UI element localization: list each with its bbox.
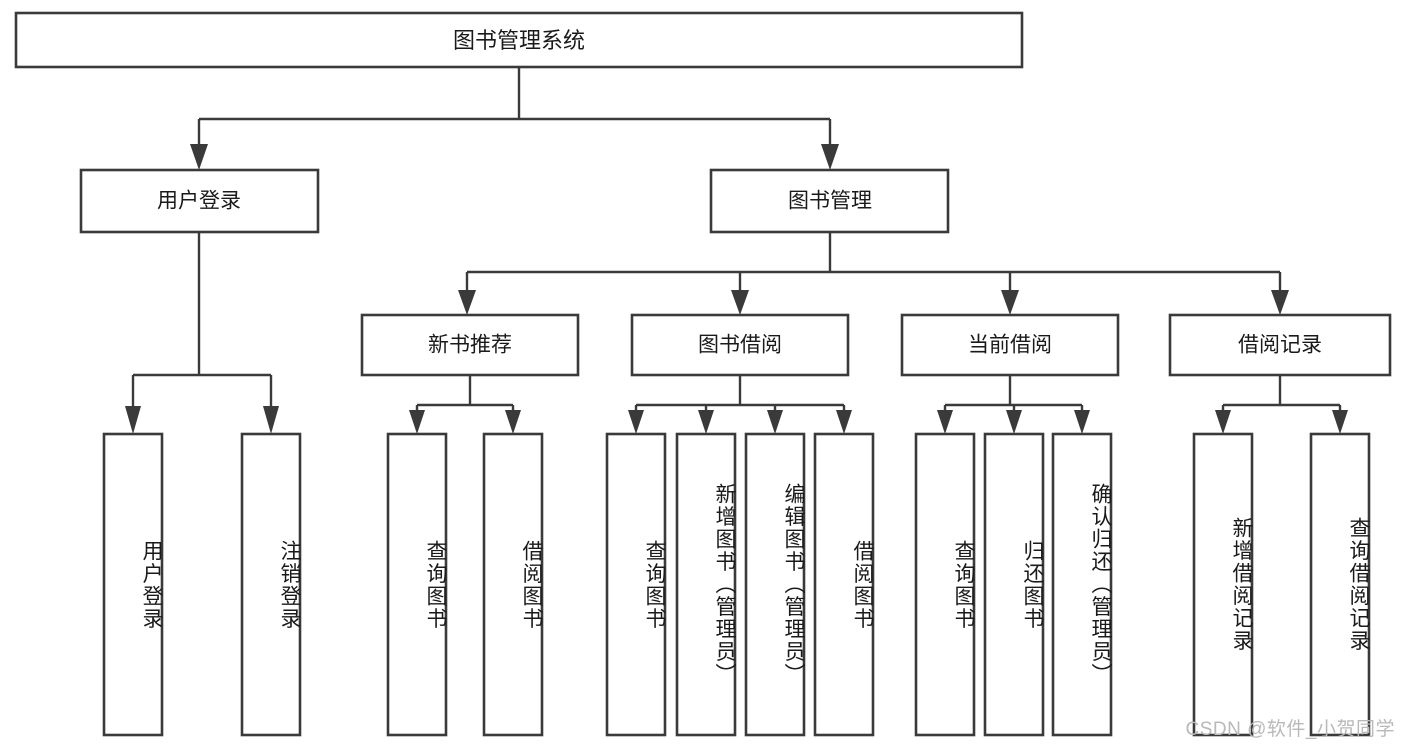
node-user-login[interactable]: 用户登录	[79, 168, 320, 234]
arrow-head-book-borrow	[731, 290, 749, 315]
arrow-head-borrow-record	[1271, 290, 1289, 315]
node-leaf-add-record-box[interactable]	[1192, 432, 1254, 737]
arrow-head-current-borrow	[1001, 290, 1019, 315]
node-book-borrow[interactable]: 图书借阅	[630, 313, 850, 377]
node-new-book-rec[interactable]: 新书推荐	[360, 313, 580, 377]
arrow-head-leaf-edit-book	[767, 410, 783, 434]
node-leaf-add-book-box[interactable]	[675, 432, 737, 737]
node-new-book-rec-box[interactable]	[360, 313, 580, 377]
arrow-head-user-login	[190, 144, 208, 170]
node-leaf-query-book-3-box[interactable]	[914, 432, 976, 737]
node-leaf-borrow-book-2-box[interactable]	[813, 432, 875, 737]
leaf-boxes-layer	[102, 432, 1371, 737]
node-user-login-box[interactable]	[79, 168, 320, 234]
node-leaf-user-login-box[interactable]	[102, 432, 164, 737]
arrow-head-leaf-borrow-book-1	[505, 410, 521, 434]
watermark-text: CSDN @软件_小贺同学	[1185, 719, 1395, 740]
arrow-head-leaf-logout	[263, 406, 279, 434]
arrow-head-book-manage	[821, 144, 839, 170]
node-borrow-record-label: 借阅记录	[1238, 334, 1322, 357]
arrow-head-leaf-user-login	[125, 406, 141, 434]
node-current-borrow-label: 当前借阅	[968, 334, 1052, 357]
arrow-head-leaf-add-book	[698, 410, 714, 434]
node-root[interactable]: 图书管理系统	[14, 11, 1024, 69]
arrow-head-leaf-query-record	[1332, 410, 1348, 434]
node-leaf-edit-book-box[interactable]	[744, 432, 806, 737]
node-book-manage-label: 图书管理	[788, 190, 872, 213]
node-leaf-query-book-1-box[interactable]	[386, 432, 448, 737]
node-root-label: 图书管理系统	[453, 28, 585, 53]
arrow-head-leaf-query-book-2	[628, 410, 644, 434]
node-leaf-confirm-return-box[interactable]	[1051, 432, 1113, 737]
node-leaf-return-book-box[interactable]	[983, 432, 1045, 737]
node-book-borrow-box[interactable]	[630, 313, 850, 377]
node-book-manage-box[interactable]	[709, 168, 950, 234]
node-leaf-borrow-book-1-box[interactable]	[482, 432, 544, 737]
connectors-layer	[125, 67, 1348, 434]
arrow-head-leaf-borrow-book-2	[836, 410, 852, 434]
arrow-head-leaf-query-book-1	[409, 410, 425, 434]
node-new-book-rec-label: 新书推荐	[428, 334, 512, 357]
node-borrow-record-box[interactable]	[1168, 313, 1392, 377]
node-book-manage[interactable]: 图书管理	[709, 168, 950, 234]
node-leaf-logout-box[interactable]	[240, 432, 302, 737]
node-leaf-query-record-box[interactable]	[1309, 432, 1371, 737]
arrow-head-leaf-query-book-3	[937, 410, 953, 434]
node-current-borrow-box[interactable]	[900, 313, 1120, 377]
node-root-box[interactable]	[14, 11, 1024, 69]
node-current-borrow[interactable]: 当前借阅	[900, 313, 1120, 377]
node-leaf-query-book-2-box[interactable]	[605, 432, 667, 737]
arrow-head-new-book-rec	[458, 290, 476, 315]
arrow-head-leaf-return-book	[1006, 410, 1022, 434]
arrow-head-leaf-confirm-return	[1074, 410, 1090, 434]
node-borrow-record[interactable]: 借阅记录	[1168, 313, 1392, 377]
arrow-head-leaf-add-record	[1215, 410, 1231, 434]
node-user-login-label: 用户登录	[157, 190, 241, 213]
node-book-borrow-label: 图书借阅	[698, 334, 782, 357]
